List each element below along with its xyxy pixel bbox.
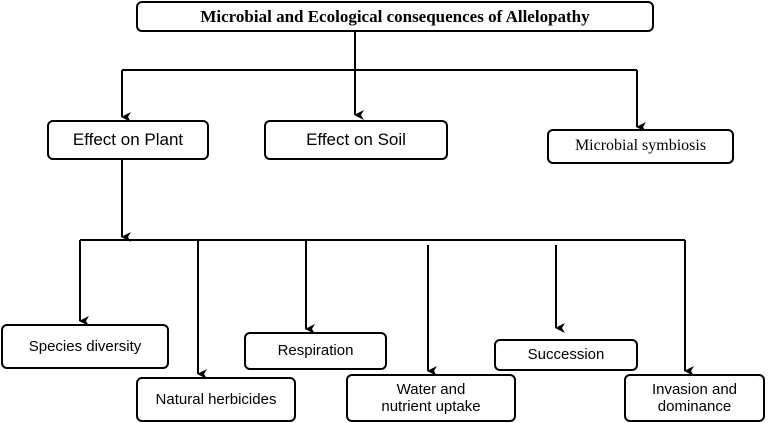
natural-herbicides-box: Natural herbicides: [136, 377, 296, 422]
respiration-label: Respiration: [277, 342, 354, 360]
succession-box: Succession: [494, 339, 638, 371]
invasion-dominance-box: Invasion and dominance: [624, 374, 765, 422]
succession-label: Succession: [527, 346, 605, 364]
microbial-symbiosis-label: Microbial symbiosis: [574, 137, 707, 155]
respiration-box: Respiration: [244, 332, 387, 370]
species-diversity-box: Species diversity: [1, 324, 169, 369]
invasion-dominance-label: Invasion and dominance: [651, 380, 738, 415]
diagram-title: Microbial and Ecological consequences of…: [200, 6, 590, 26]
water-nutrient-uptake-box: Water and nutrient uptake: [346, 374, 516, 422]
microbial-symbiosis-box: Microbial symbiosis: [547, 129, 734, 164]
effect-on-soil-label: Effect on Soil: [306, 130, 406, 150]
effect-on-plant-box: Effect on Plant: [47, 120, 209, 160]
water-nutrient-uptake-label: Water and nutrient uptake: [381, 380, 481, 415]
effect-on-plant-label: Effect on Plant: [72, 130, 184, 150]
effect-on-soil-box: Effect on Soil: [264, 120, 448, 160]
natural-herbicides-label: Natural herbicides: [155, 390, 277, 408]
species-diversity-label: Species diversity: [28, 337, 142, 355]
title-box: Microbial and Ecological consequences of…: [136, 1, 654, 32]
